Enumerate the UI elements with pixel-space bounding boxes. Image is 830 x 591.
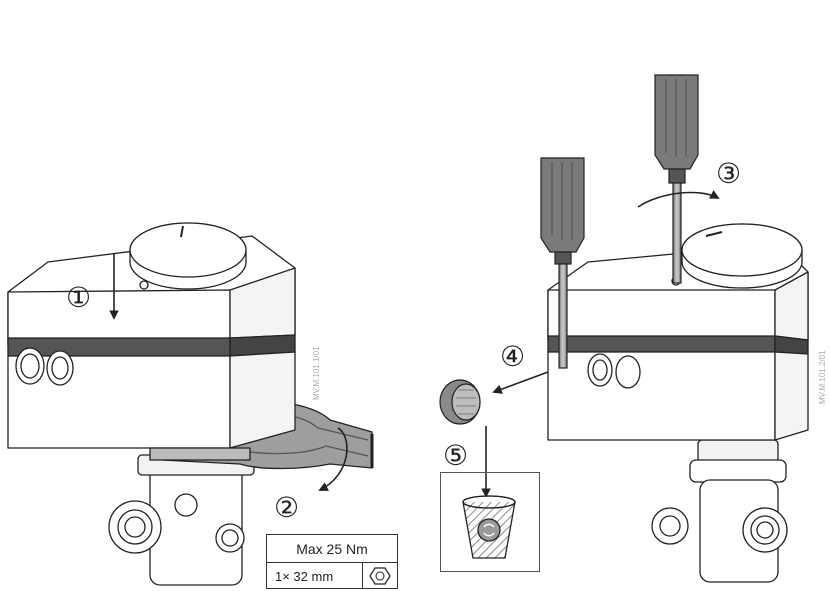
left-dial [129,222,247,290]
recycle-bin-icon [462,495,516,559]
max-torque-text: Max 25 Nm [267,535,397,563]
screwdriver-side [540,157,585,369]
right-valve-body [651,439,788,583]
right-actuator-housing [547,243,809,441]
torque-spec-table: Max 25 Nm 1× 32 mm [266,534,398,589]
step3-rotate-arrow [637,190,720,208]
disposal-box [440,472,540,572]
step-5-label: ⑤ [443,439,468,472]
wrench-size-text: 1× 32 mm [275,568,334,584]
step2-rotate-arrow [318,427,348,491]
screwdriver-top [654,74,699,284]
step-2-label: ② [274,491,299,524]
left-figure-code: MV.M.101.1/01 [312,346,321,400]
left-actuator [7,222,374,586]
right-figure-code: MV.M.101.2/01 [818,350,827,404]
wrench-size-row: 1× 32 mm [267,563,397,589]
plug-cap [439,379,481,425]
step-3-label: ③ [716,157,741,190]
step4-remove-arrow [492,371,549,394]
hex-nut-icon [362,563,397,589]
step-4-label: ④ [500,340,525,373]
step-1-label: ① [66,281,91,314]
right-actuator [547,223,809,583]
left-valve-body [108,454,255,586]
